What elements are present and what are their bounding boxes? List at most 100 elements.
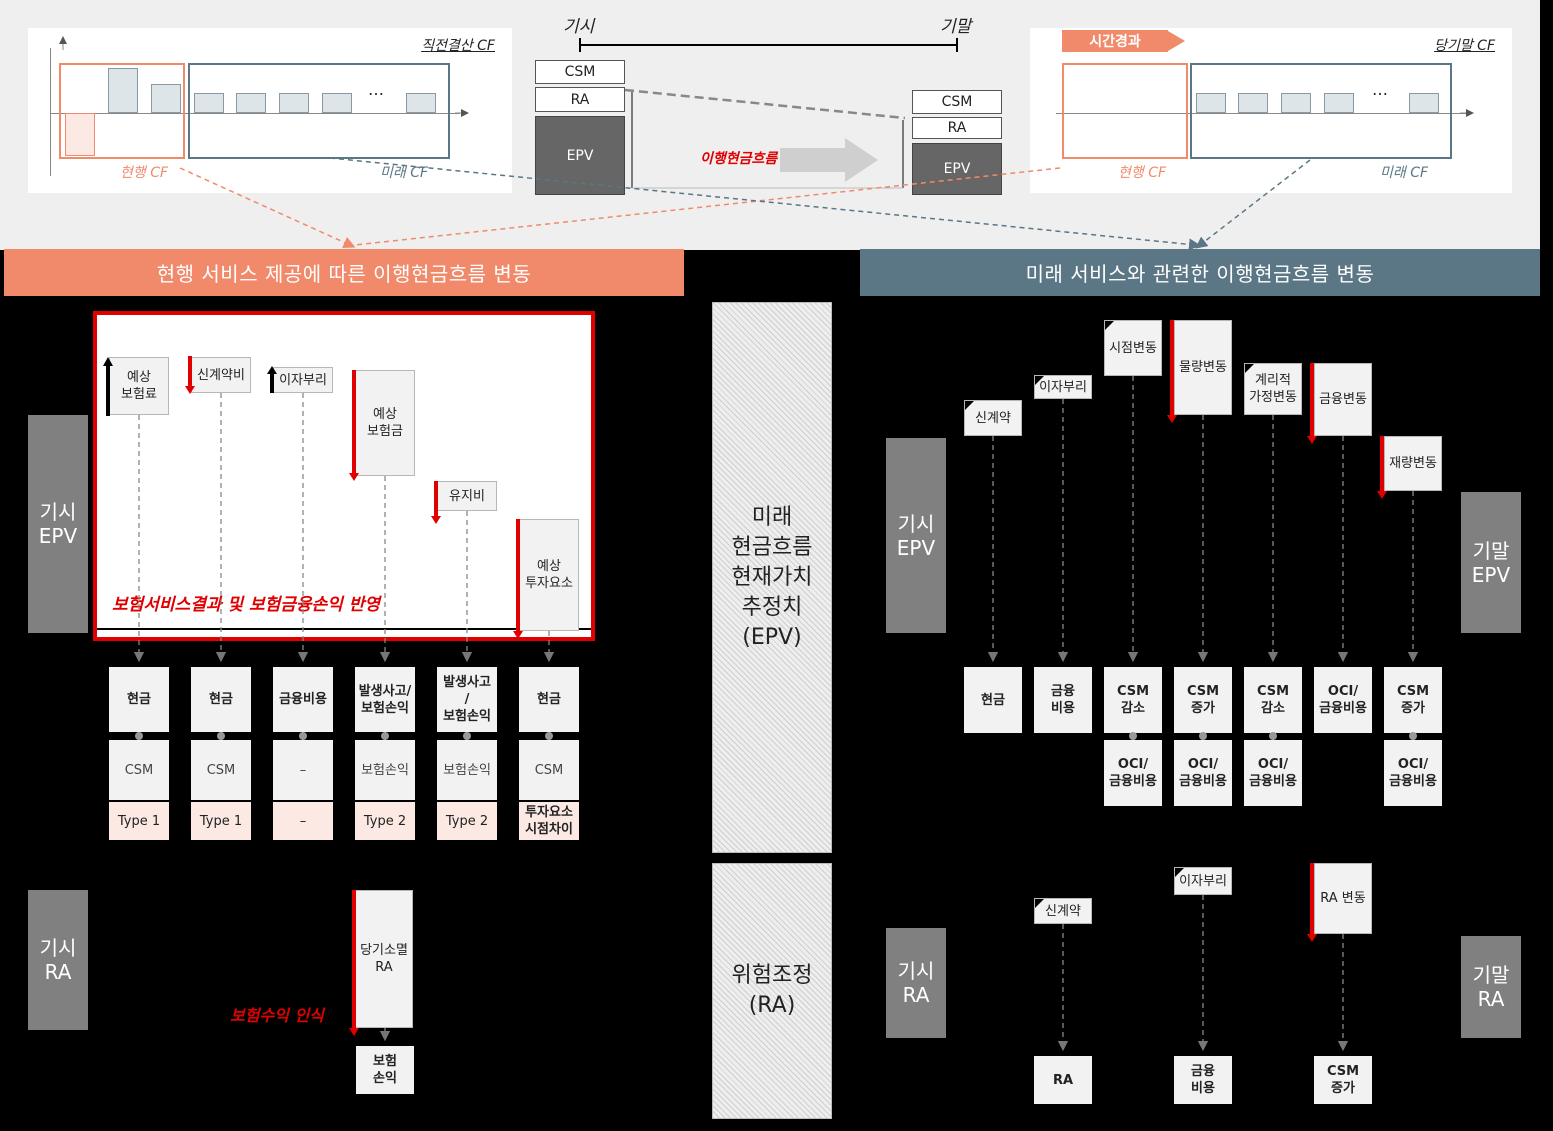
begin-ra-box: RA bbox=[535, 87, 625, 112]
current-service-frame bbox=[93, 311, 595, 641]
item-actuarial-assumption: 계리적 가정변동 bbox=[1244, 363, 1302, 415]
down-arrow bbox=[1310, 863, 1314, 936]
result-claims-pl: 발생사고 / 보험손익 bbox=[437, 667, 497, 732]
left-connectors bbox=[133, 393, 555, 1042]
curr-x-axis bbox=[1056, 113, 1466, 114]
result-cash: 현금 bbox=[519, 667, 579, 732]
left-begin-ra: 기시 RA bbox=[28, 890, 88, 1030]
type-badge: Type 1 bbox=[109, 802, 169, 840]
cf-bar bbox=[1281, 93, 1311, 113]
current-cf-label: 현행 CF bbox=[1118, 165, 1167, 181]
end-label: 기말 bbox=[940, 17, 972, 37]
cf-bar bbox=[1238, 93, 1268, 113]
ra-trend-line bbox=[624, 88, 906, 120]
down-arrow bbox=[1170, 320, 1174, 417]
end-ra-box: RA bbox=[912, 117, 1002, 139]
result-csm-decrease: CSM 감소 bbox=[1244, 667, 1302, 733]
center-ra: 위험조정 (RA) bbox=[712, 863, 832, 1119]
result-finance-cost: 금융 비용 bbox=[1034, 667, 1092, 733]
item-acquisition-cost: 신계약비 bbox=[191, 357, 251, 393]
cf-bar-mid bbox=[151, 84, 181, 113]
down-arrow bbox=[516, 519, 520, 633]
up-arrow bbox=[270, 372, 274, 393]
end-csm-box: CSM bbox=[912, 90, 1002, 114]
cf-bar bbox=[406, 93, 436, 113]
right-connectors bbox=[987, 376, 1419, 1052]
result-claims-pl: 발생사고/ 보험손익 bbox=[355, 667, 415, 732]
result-cash: 현금 bbox=[191, 667, 251, 732]
sub-oci-finance: OCI/ 금융비용 bbox=[1244, 740, 1302, 806]
cf-bar bbox=[1409, 93, 1439, 113]
sub-insurance-pl: 보험손익 bbox=[437, 740, 497, 800]
cf-bar bbox=[194, 93, 224, 113]
future-cf-frame bbox=[1190, 63, 1452, 159]
down-arrow bbox=[1310, 363, 1314, 438]
left-begin-epv: 기시 EPV bbox=[28, 415, 88, 633]
result-csm-increase: CSM 증가 bbox=[1174, 667, 1232, 733]
item-volume-change: 물량변동 bbox=[1174, 320, 1232, 415]
right-end-epv: 기말 EPV bbox=[1461, 492, 1521, 633]
item-timing-change: 시점변동 bbox=[1104, 320, 1162, 376]
right-begin-epv: 기시 EPV bbox=[886, 438, 946, 633]
down-arrow bbox=[1380, 436, 1384, 493]
sub-oci-finance: OCI/ 금융비용 bbox=[1104, 740, 1162, 806]
timeline-tick bbox=[579, 38, 581, 52]
future-cf-label: 미래 CF bbox=[1380, 165, 1429, 181]
result-insurance-pl: 보험 손익 bbox=[356, 1046, 414, 1094]
reflect-note: 보험서비스결과 및 보험금융손익 반영 bbox=[112, 595, 380, 615]
cf-bar bbox=[1196, 93, 1226, 113]
prev-x-axis bbox=[50, 113, 460, 114]
result-cash: 현금 bbox=[109, 667, 169, 732]
item-interest-accrual: 이자부리 bbox=[1034, 375, 1092, 399]
sub-csm: CSM bbox=[519, 740, 579, 800]
item-financial-change: 금융변동 bbox=[1314, 363, 1372, 436]
future-cf-link bbox=[1195, 159, 1311, 249]
timeline-tick bbox=[956, 38, 958, 52]
current-cf-link bbox=[179, 167, 356, 248]
begin-label: 기시 bbox=[563, 17, 595, 37]
current-cf-frame bbox=[1062, 63, 1188, 159]
result-finance-cost: 금융비용 bbox=[273, 667, 333, 732]
cf-bar-negative bbox=[65, 113, 95, 156]
item-ra-change: RA 변동 bbox=[1314, 863, 1372, 934]
curr-cf-title: 당기말 CF bbox=[1434, 38, 1495, 54]
timeline bbox=[580, 44, 958, 46]
prev-cf-title: 직전결산 CF bbox=[421, 38, 495, 54]
item-investment-component: 예상 투자요소 bbox=[519, 519, 579, 631]
right-join-dots bbox=[1129, 732, 1417, 740]
begin-epv-box: EPV bbox=[535, 116, 625, 195]
down-arrow bbox=[434, 481, 438, 518]
result-csm-increase: CSM 증가 bbox=[1384, 667, 1442, 733]
item-expected-claims: 예상 보험금 bbox=[355, 370, 415, 476]
item-maintenance-cost: 유지비 bbox=[437, 481, 497, 511]
future-cf-frame bbox=[188, 63, 450, 159]
prev-y-axis bbox=[50, 48, 51, 176]
cf-bar bbox=[1324, 93, 1354, 113]
revenue-note: 보험수익 인식 bbox=[230, 1006, 324, 1025]
change-arrow bbox=[780, 138, 878, 182]
current-cf-frame bbox=[59, 63, 185, 159]
type-badge: 투자요소 시점차이 bbox=[519, 802, 579, 840]
ellipsis: … bbox=[368, 80, 384, 99]
right-begin-ra: 기시 RA bbox=[886, 928, 946, 1038]
result-ra: RA bbox=[1034, 1056, 1092, 1104]
result-csm-decrease: CSM 감소 bbox=[1104, 667, 1162, 733]
item-new-contract: 신계약 bbox=[1034, 898, 1092, 924]
sub-csm: CSM bbox=[191, 740, 251, 800]
type-badge: Type 2 bbox=[355, 802, 415, 840]
right-end-ra: 기말 RA bbox=[1461, 936, 1521, 1038]
future-cf-label: 미래 CF bbox=[380, 165, 429, 181]
left-join-lines bbox=[138, 732, 550, 740]
left-join-dots bbox=[135, 732, 553, 740]
current-cf-label: 현행 CF bbox=[120, 165, 169, 181]
future-cf-link bbox=[329, 157, 1201, 251]
banner-future-service: 미래 서비스와 관련한 이행현금흐름 변동 bbox=[860, 249, 1540, 296]
cf-bar bbox=[279, 93, 309, 113]
down-arrow bbox=[352, 890, 356, 1030]
center-epv: 미래 현금흐름 현재가치 추정치 (EPV) bbox=[712, 302, 832, 853]
begin-csm-box: CSM bbox=[535, 60, 625, 84]
sub-insurance-pl: 보험손익 bbox=[355, 740, 415, 800]
cf-bar bbox=[322, 93, 352, 113]
result-csm-increase: CSM 증가 bbox=[1314, 1056, 1372, 1104]
